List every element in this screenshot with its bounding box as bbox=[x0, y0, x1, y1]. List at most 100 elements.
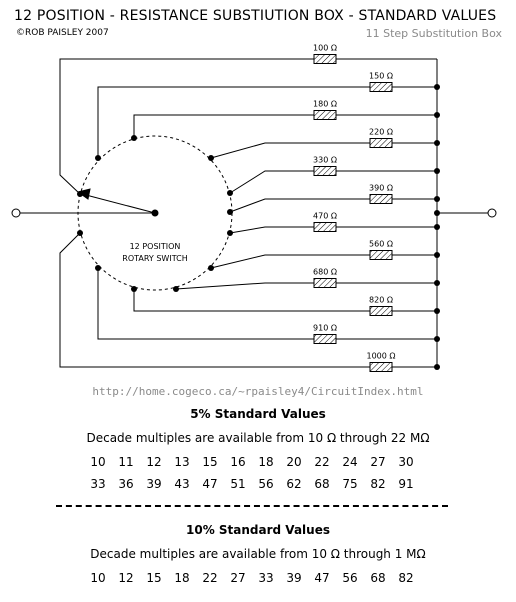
five-percent-row2: 33 36 39 43 47 51 56 62 68 75 82 91 bbox=[0, 477, 516, 493]
resistor-label: 390 Ω bbox=[369, 184, 393, 193]
value-cell: 10 bbox=[90, 571, 106, 585]
bus-junction bbox=[434, 196, 440, 202]
section-divider bbox=[56, 505, 448, 507]
resistor-symbol bbox=[369, 194, 393, 204]
value-cell: 68 bbox=[314, 477, 330, 491]
resistor-symbol bbox=[369, 306, 393, 316]
five-percent-row1: 10 11 12 13 15 16 18 20 22 24 27 30 bbox=[0, 455, 516, 471]
right-terminal bbox=[487, 208, 497, 218]
resistor-label: 100 Ω bbox=[313, 44, 337, 53]
value-cell: 33 bbox=[90, 477, 106, 491]
source-url[interactable]: http://home.cogeco.ca/~rpaisley4/Circuit… bbox=[92, 385, 424, 398]
value-cell: 22 bbox=[314, 455, 330, 469]
resistor-label: 680 Ω bbox=[313, 268, 337, 277]
bus-junction bbox=[434, 140, 440, 146]
bus-junction bbox=[434, 280, 440, 286]
value-cell: 56 bbox=[258, 477, 274, 491]
resistor-label: 330 Ω bbox=[313, 156, 337, 165]
contact-wire bbox=[133, 289, 370, 312]
value-cell: 30 bbox=[398, 455, 414, 469]
resistor-symbol bbox=[369, 250, 393, 260]
switch-contact bbox=[77, 191, 83, 197]
switch-contact bbox=[227, 230, 233, 236]
value-cell: 82 bbox=[398, 571, 414, 585]
resistor-label: 220 Ω bbox=[369, 128, 393, 137]
bus-junction bbox=[434, 336, 440, 342]
resistor-symbol bbox=[313, 166, 337, 176]
resistor-symbol bbox=[313, 334, 337, 344]
value-cell: 56 bbox=[342, 571, 358, 585]
contact-wire bbox=[97, 268, 314, 340]
switch-wiper bbox=[85, 194, 156, 214]
switch-contact bbox=[131, 286, 137, 292]
value-cell: 13 bbox=[174, 455, 190, 469]
value-cell: 16 bbox=[230, 455, 246, 469]
value-cell: 24 bbox=[342, 455, 358, 469]
value-cell: 27 bbox=[370, 455, 386, 469]
resistor-symbol bbox=[369, 82, 393, 92]
bus-junction bbox=[434, 308, 440, 314]
bus-junction bbox=[434, 252, 440, 258]
value-cell: 12 bbox=[146, 455, 162, 469]
value-cell: 47 bbox=[202, 477, 218, 491]
value-cell: 27 bbox=[230, 571, 246, 585]
switch-contact bbox=[227, 209, 233, 215]
ten-percent-row1: 10 12 15 18 22 27 33 39 47 56 68 82 bbox=[0, 571, 516, 587]
output-junction bbox=[434, 210, 440, 216]
resistor-symbol bbox=[369, 362, 393, 372]
contact-wire bbox=[229, 198, 370, 213]
value-cell: 18 bbox=[258, 455, 274, 469]
diagram-subtitle: 11 Step Substitution Box bbox=[365, 27, 502, 40]
value-cell: 10 bbox=[90, 455, 106, 469]
bus-junction bbox=[434, 168, 440, 174]
resistor-label: 470 Ω bbox=[313, 212, 337, 221]
contact-wire bbox=[59, 232, 370, 368]
left-terminal bbox=[11, 208, 21, 218]
value-cell: 47 bbox=[314, 571, 330, 585]
five-percent-description: Decade multiples are available from 10 Ω… bbox=[86, 431, 430, 445]
contact-wire bbox=[229, 226, 314, 234]
switch-contact bbox=[131, 135, 137, 141]
ten-percent-description: Decade multiples are available from 10 Ω… bbox=[90, 547, 426, 561]
switch-contact bbox=[208, 265, 214, 271]
bus-junction bbox=[434, 364, 440, 370]
contact-wire bbox=[210, 142, 370, 159]
switch-label-line1: 12 POSITION bbox=[130, 242, 181, 251]
value-cell: 75 bbox=[342, 477, 358, 491]
switch-label-line2: ROTARY SWITCH bbox=[122, 254, 187, 263]
value-cell: 22 bbox=[202, 571, 218, 585]
resistor-symbol bbox=[313, 278, 337, 288]
value-cell: 33 bbox=[258, 571, 274, 585]
switch-contact bbox=[77, 230, 83, 236]
resistor-label: 560 Ω bbox=[369, 240, 393, 249]
contact-wire bbox=[175, 282, 314, 290]
value-cell: 91 bbox=[398, 477, 414, 491]
value-cell: 39 bbox=[146, 477, 162, 491]
value-cell: 18 bbox=[174, 571, 190, 585]
resistor-symbol bbox=[313, 110, 337, 120]
value-cell: 11 bbox=[118, 455, 134, 469]
value-cell: 12 bbox=[118, 571, 134, 585]
page-title: 12 POSITION - RESISTANCE SUBSTIUTION BOX… bbox=[14, 8, 497, 24]
switch-contact bbox=[95, 155, 101, 161]
resistor-label: 1000 Ω bbox=[366, 352, 395, 361]
contact-wire bbox=[210, 254, 370, 269]
copyright-author: ©ROB PAISLEY 2007 bbox=[16, 28, 109, 38]
resistor-symbol bbox=[313, 54, 337, 64]
value-cell: 15 bbox=[146, 571, 162, 585]
resistor-symbol bbox=[369, 138, 393, 148]
switch-contact bbox=[95, 265, 101, 271]
value-cell: 51 bbox=[230, 477, 246, 491]
resistor-symbol bbox=[313, 222, 337, 232]
ten-percent-heading: 10% Standard Values bbox=[186, 523, 330, 537]
value-cell: 43 bbox=[174, 477, 190, 491]
bus-junction bbox=[434, 224, 440, 230]
contact-wire bbox=[229, 170, 314, 194]
switch-contact bbox=[173, 286, 179, 292]
value-cell: 20 bbox=[286, 455, 302, 469]
contact-wire bbox=[133, 114, 314, 138]
value-cell: 39 bbox=[286, 571, 302, 585]
bus-junction bbox=[434, 84, 440, 90]
value-cell: 15 bbox=[202, 455, 218, 469]
